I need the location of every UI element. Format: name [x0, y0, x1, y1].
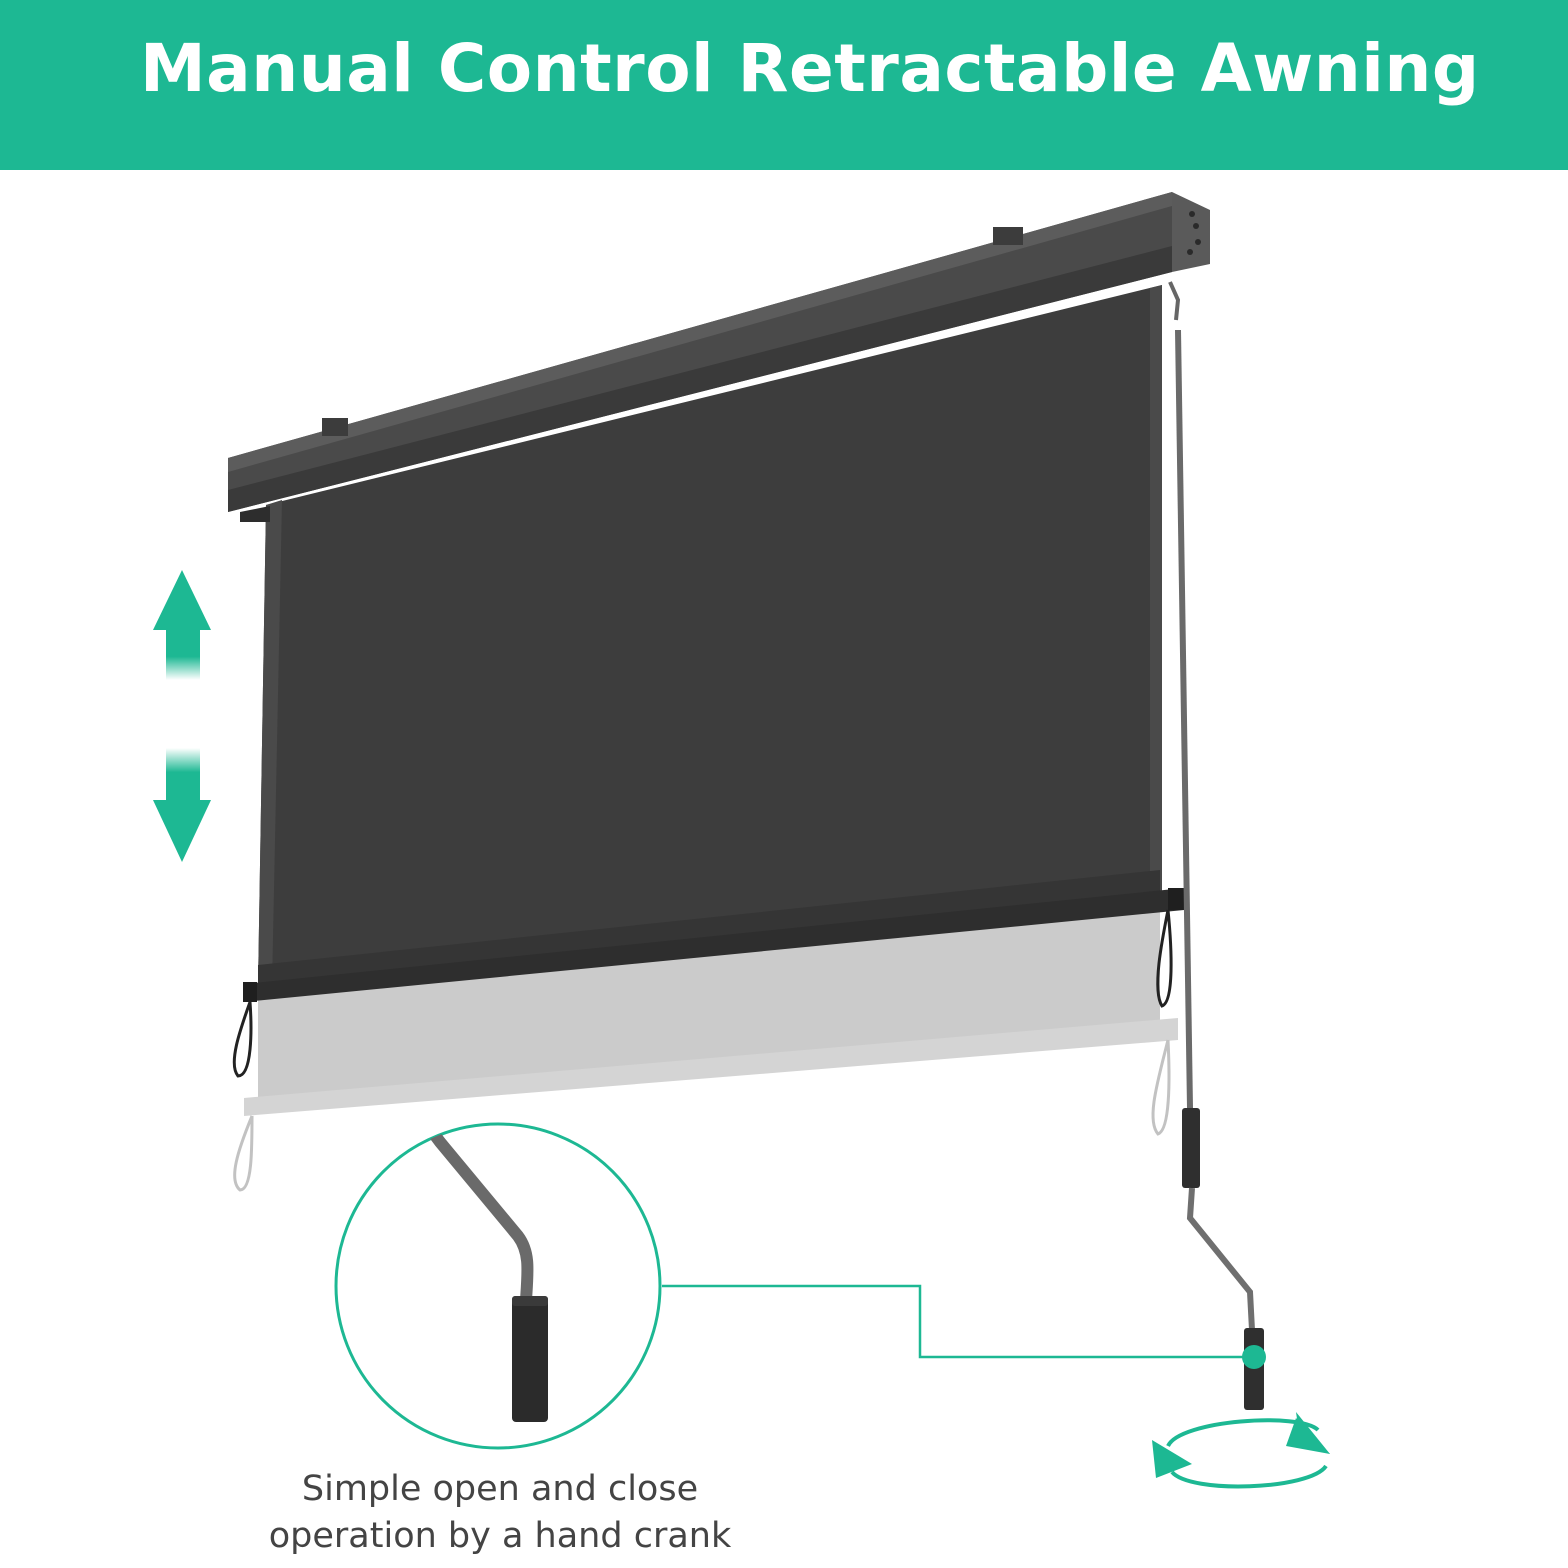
- caption-line-2: operation by a hand crank: [268, 1516, 732, 1556]
- zoom-connector: [662, 1284, 1266, 1369]
- rotate-arrows-icon: [1152, 1412, 1330, 1489]
- extended-fabric-ghost: [233, 895, 1178, 1192]
- crank-rod: [1168, 281, 1264, 1410]
- awning-illustration: [153, 192, 1330, 1489]
- up-down-arrow-icon: [153, 570, 211, 862]
- hand-crank-zoom: [334, 1122, 662, 1450]
- caption-line-1: Simple open and close: [301, 1469, 699, 1509]
- page-title: Manual Control Retractable Awning: [140, 30, 1480, 107]
- awning-housing: [228, 192, 1210, 522]
- header-banner: Manual Control Retractable Awning: [0, 0, 1568, 170]
- caption: Simple open and close operation by a han…: [200, 1466, 800, 1560]
- awning-fabric: [258, 285, 1162, 986]
- bottom-bar: [232, 888, 1184, 1078]
